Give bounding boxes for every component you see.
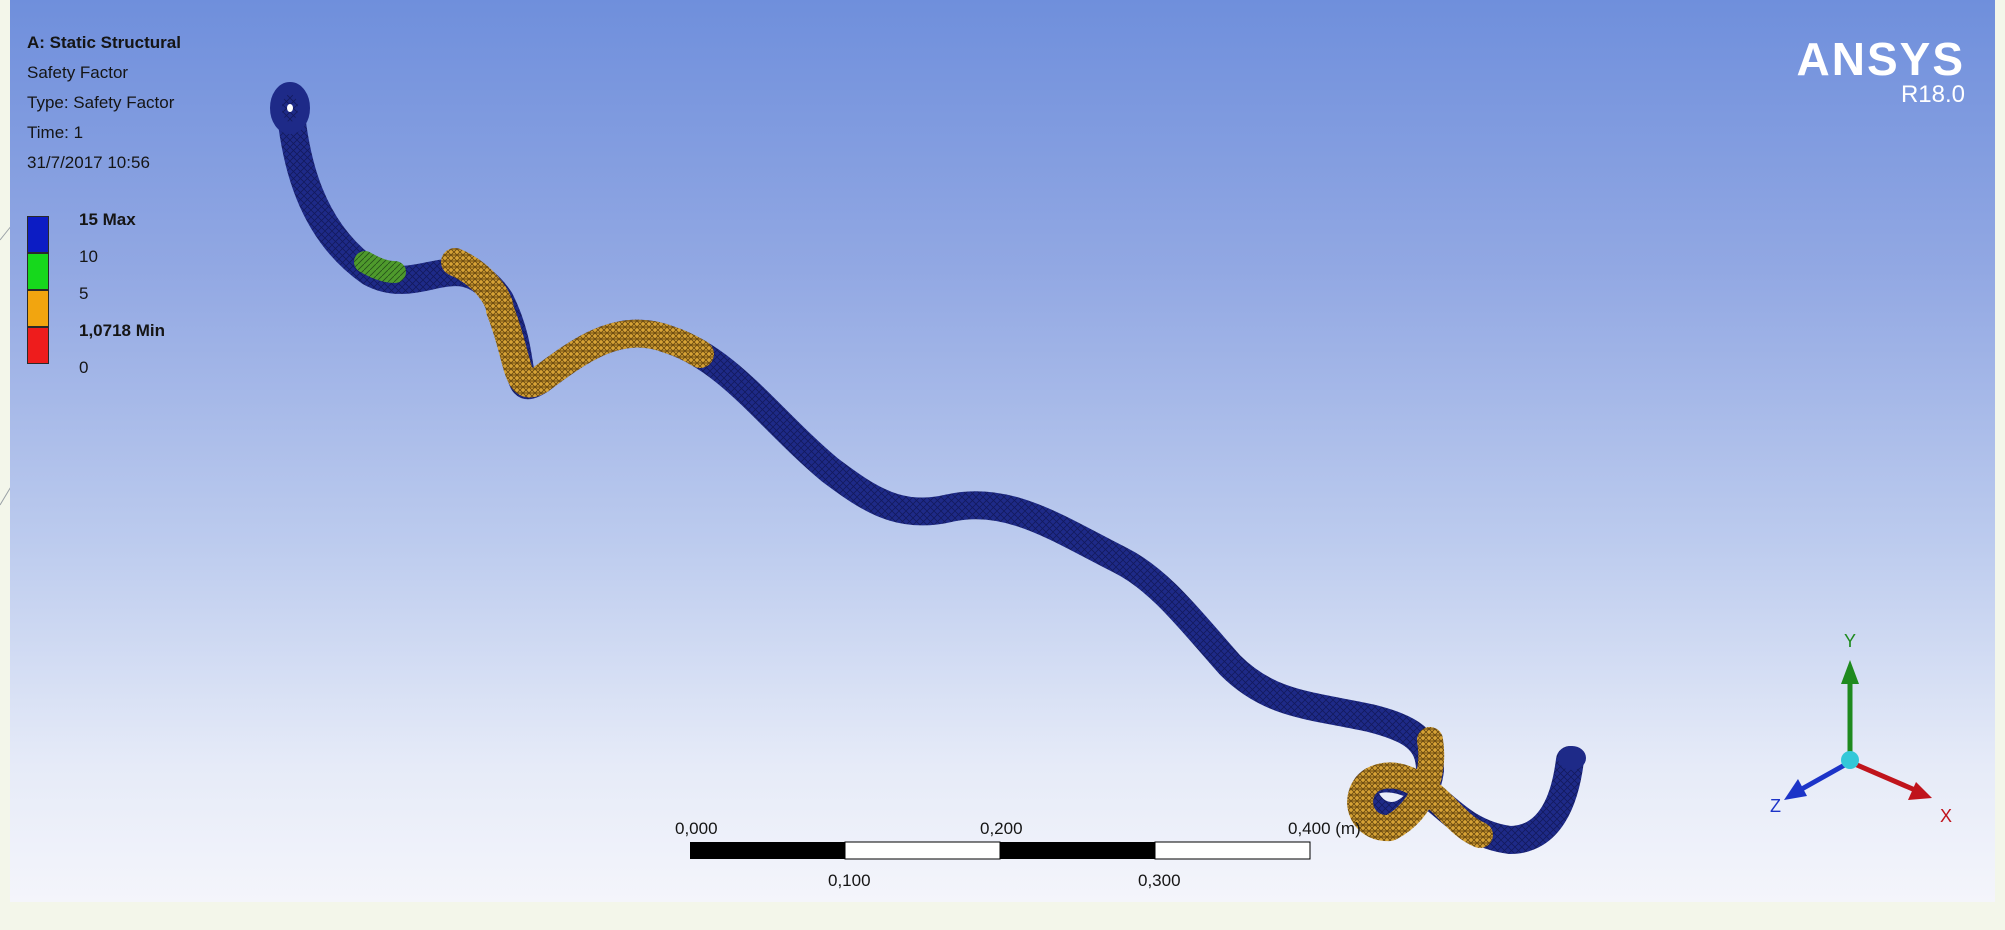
result-info-panel: A: Static Structural Safety Factor Type:… — [27, 28, 181, 178]
legend-label: 0 — [79, 358, 89, 377]
graphics-viewport[interactable]: A: Static Structural Safety Factor Type:… — [10, 0, 1995, 902]
time-label: Time: 1 — [27, 123, 84, 142]
scale-label-200: 0,200 — [980, 819, 1023, 838]
x-axis-label: X — [1940, 806, 1952, 826]
scale-bar: 0,000 0,200 0,400 (m) 0,100 0,300 — [675, 819, 1361, 890]
legend-swatch — [27, 253, 49, 290]
result-name-label: Safety Factor — [27, 63, 129, 82]
brand-version: R18.0 — [1900, 81, 1965, 108]
y-axis-arrow — [1841, 660, 1859, 758]
scale-label-400: 0,400 (m) — [1288, 819, 1361, 838]
stress-zone-lower — [1347, 727, 1493, 848]
triad-origin — [1841, 751, 1859, 769]
stress-transition-upper — [354, 251, 406, 283]
z-axis-label: Z — [1770, 796, 1781, 816]
legend-swatch — [27, 327, 49, 364]
legend-swatch — [27, 290, 49, 327]
timestamp-label: 31/7/2017 10:56 — [27, 153, 150, 172]
legend-swatch — [27, 216, 49, 253]
legend-label: 10 — [79, 247, 98, 266]
ansys-logo: ANSYS R18.0 — [1797, 36, 1965, 108]
z-axis-arrow — [1784, 759, 1852, 800]
scale-label-300: 0,300 — [1138, 871, 1181, 890]
axis-triad[interactable]: Y X Z — [10, 0, 1995, 902]
bar-end-eye — [270, 82, 310, 134]
stress-zone-upper — [441, 248, 714, 398]
scale-segments — [690, 841, 1311, 860]
scale-label-0: 0,000 — [675, 819, 718, 838]
legend-label: 15 Max — [79, 210, 136, 229]
legend-label: 5 — [79, 284, 89, 303]
legend-label: 1,0718 Min — [79, 321, 165, 340]
spring-bar-model[interactable] — [10, 0, 1995, 902]
result-type-label: Type: Safety Factor — [27, 93, 175, 112]
bar-end-cap — [1558, 746, 1586, 770]
y-axis-label: Y — [1844, 631, 1856, 651]
analysis-system-label: A: Static Structural — [27, 33, 181, 52]
brand-name: ANSYS — [1796, 33, 1965, 85]
x-axis-arrow — [1849, 759, 1932, 800]
scale-label-100: 0,100 — [828, 871, 871, 890]
